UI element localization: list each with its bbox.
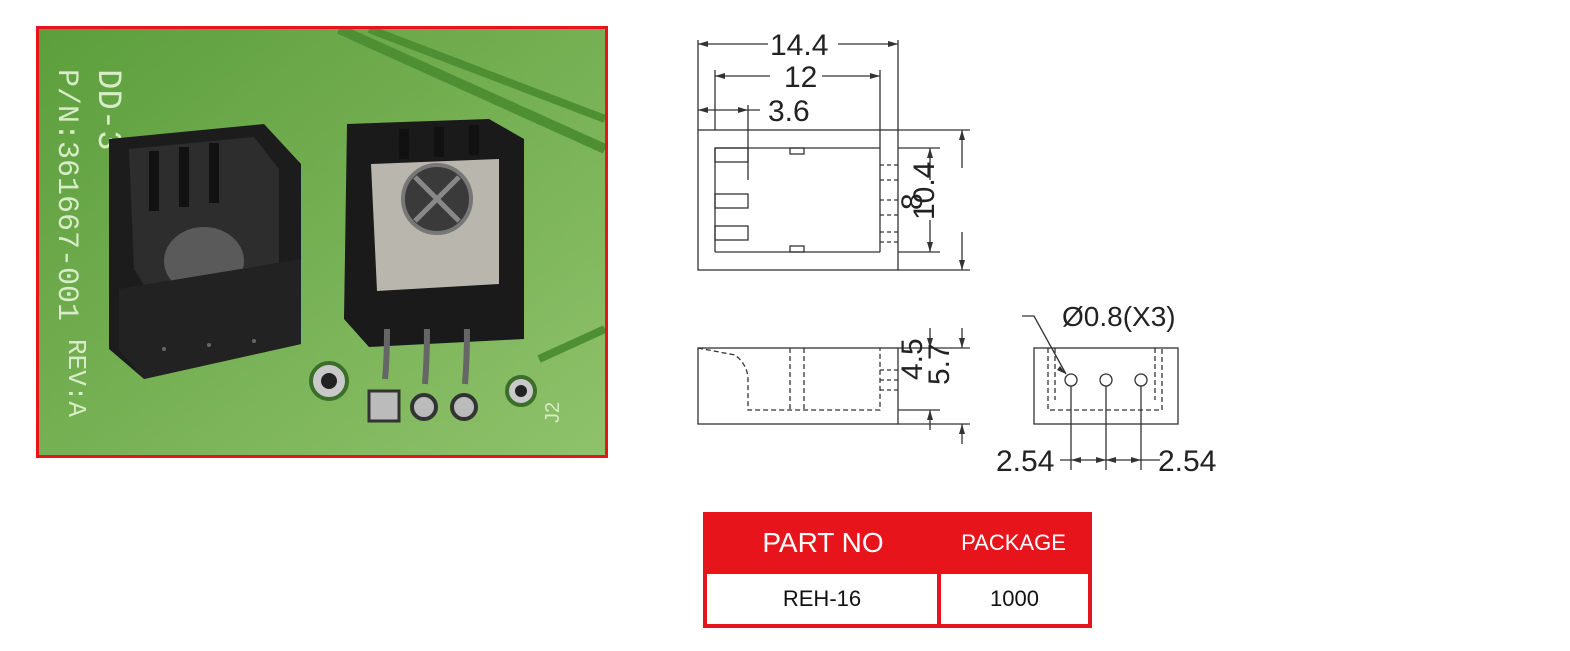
cell-part-no: REH-16 [703,570,941,628]
dim-pitch-right: 2.54 [1158,445,1216,478]
dim-width-outer: 14.4 [770,29,828,62]
side-view-outline [697,347,899,425]
product-photo: DD-3 P/N:361667-001 REV:A J2 [36,26,608,458]
dim-offset: 3.6 [768,95,810,128]
dim-height-inner: 8 [896,193,929,210]
dim-hole: Ø0.8(X3) [1062,301,1176,332]
dim-height-outer: 10.4 [908,162,941,220]
dim-pitch-left: 2.54 [996,445,1054,478]
pin-hole [1134,373,1148,387]
header-part-no: PART NO [705,514,939,572]
table-row: REH-16 1000 [703,570,1092,628]
housing-right [344,119,524,385]
spec-table: PART NO PACKAGE REH-16 1000 [703,512,1092,628]
pin-hole [1099,373,1113,387]
silk-text-3: REV:A [61,339,91,417]
header-package: PACKAGE [939,514,1090,572]
dimension-drawing: 14.4 12 3.6 8 10.4 4.5 5.7 Ø0.8(X3) 2.54… [697,29,1216,478]
housing-left [109,124,301,379]
top-view-outline [697,129,899,271]
dim-width-inner: 12 [784,61,817,94]
silk-text-2: P/N:361667-001 [49,69,83,321]
pin-hole [1064,373,1078,387]
silk-text-4: J2 [542,402,564,423]
photo-illustration: DD-3 P/N:361667-001 REV:A J2 [39,29,605,455]
dim-depth-outer: 5.7 [923,343,956,385]
dim-depth-inner: 4.5 [896,338,929,380]
silk-text-1: DD-3 [88,69,126,151]
table-header-row: PART NO PACKAGE [705,514,1090,572]
cell-package: 1000 [937,570,1092,628]
